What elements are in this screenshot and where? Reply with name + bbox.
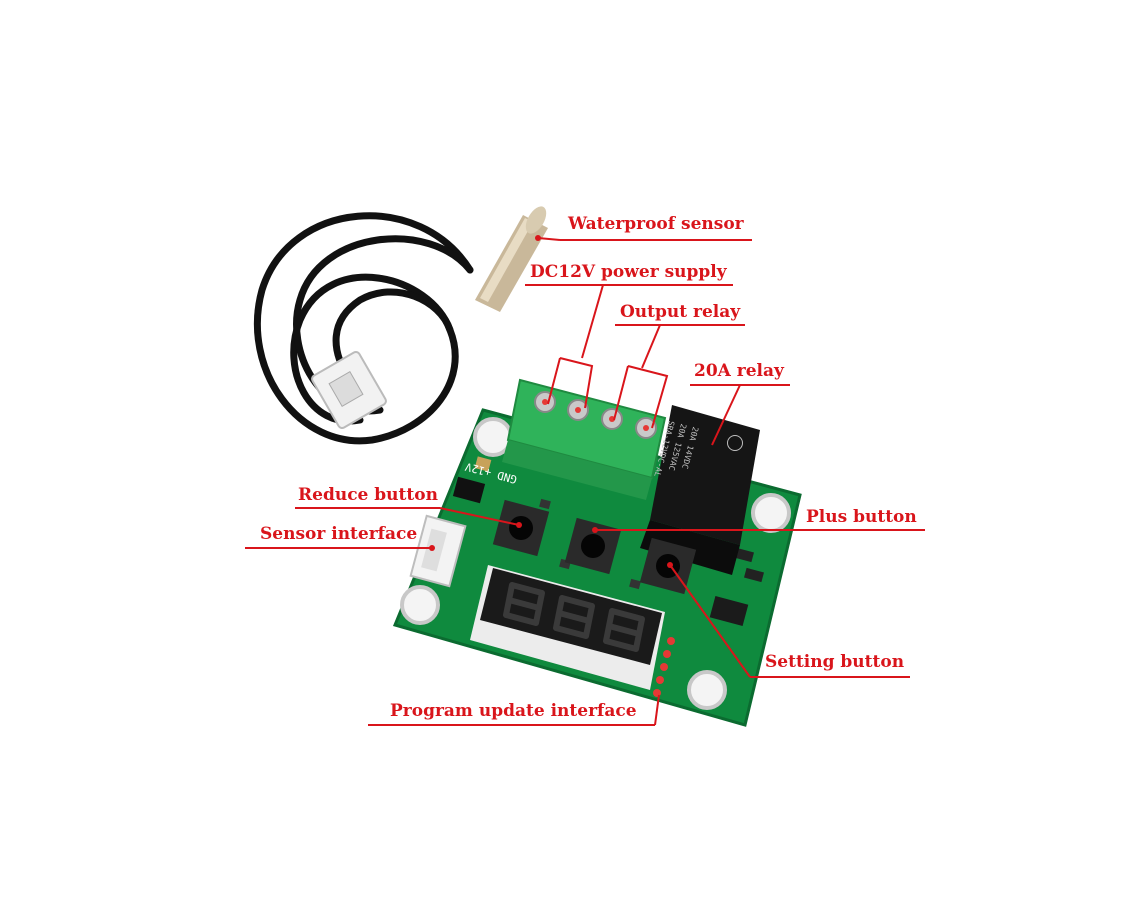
plus-push-button: [564, 517, 622, 575]
label-sensor-interface: Sensor interface: [260, 524, 418, 544]
label-output-relay: Output relay: [620, 302, 741, 322]
label-setting-button: Setting button: [765, 652, 905, 672]
screw-terminal: [502, 378, 667, 500]
callout-lines: [245, 237, 925, 726]
probe-tube: [475, 206, 548, 312]
reduce-push-button: [492, 499, 550, 557]
label-plus-button: Plus button: [806, 507, 917, 527]
label-reduce-button: Reduce button: [298, 485, 438, 505]
ul-mark-icon: [727, 435, 743, 451]
callout-dots: [429, 235, 673, 568]
sensor-jack: [409, 514, 467, 588]
label-program-update-interface: Program update interface: [390, 701, 637, 721]
label-dc12v-power-supply: DC12V power supply: [530, 262, 727, 282]
label-waterproof-sensor: Waterproof sensor: [568, 214, 744, 234]
led-display: [470, 565, 665, 690]
label-20a-relay: 20A relay: [694, 361, 784, 381]
cable-connector: [311, 350, 387, 430]
